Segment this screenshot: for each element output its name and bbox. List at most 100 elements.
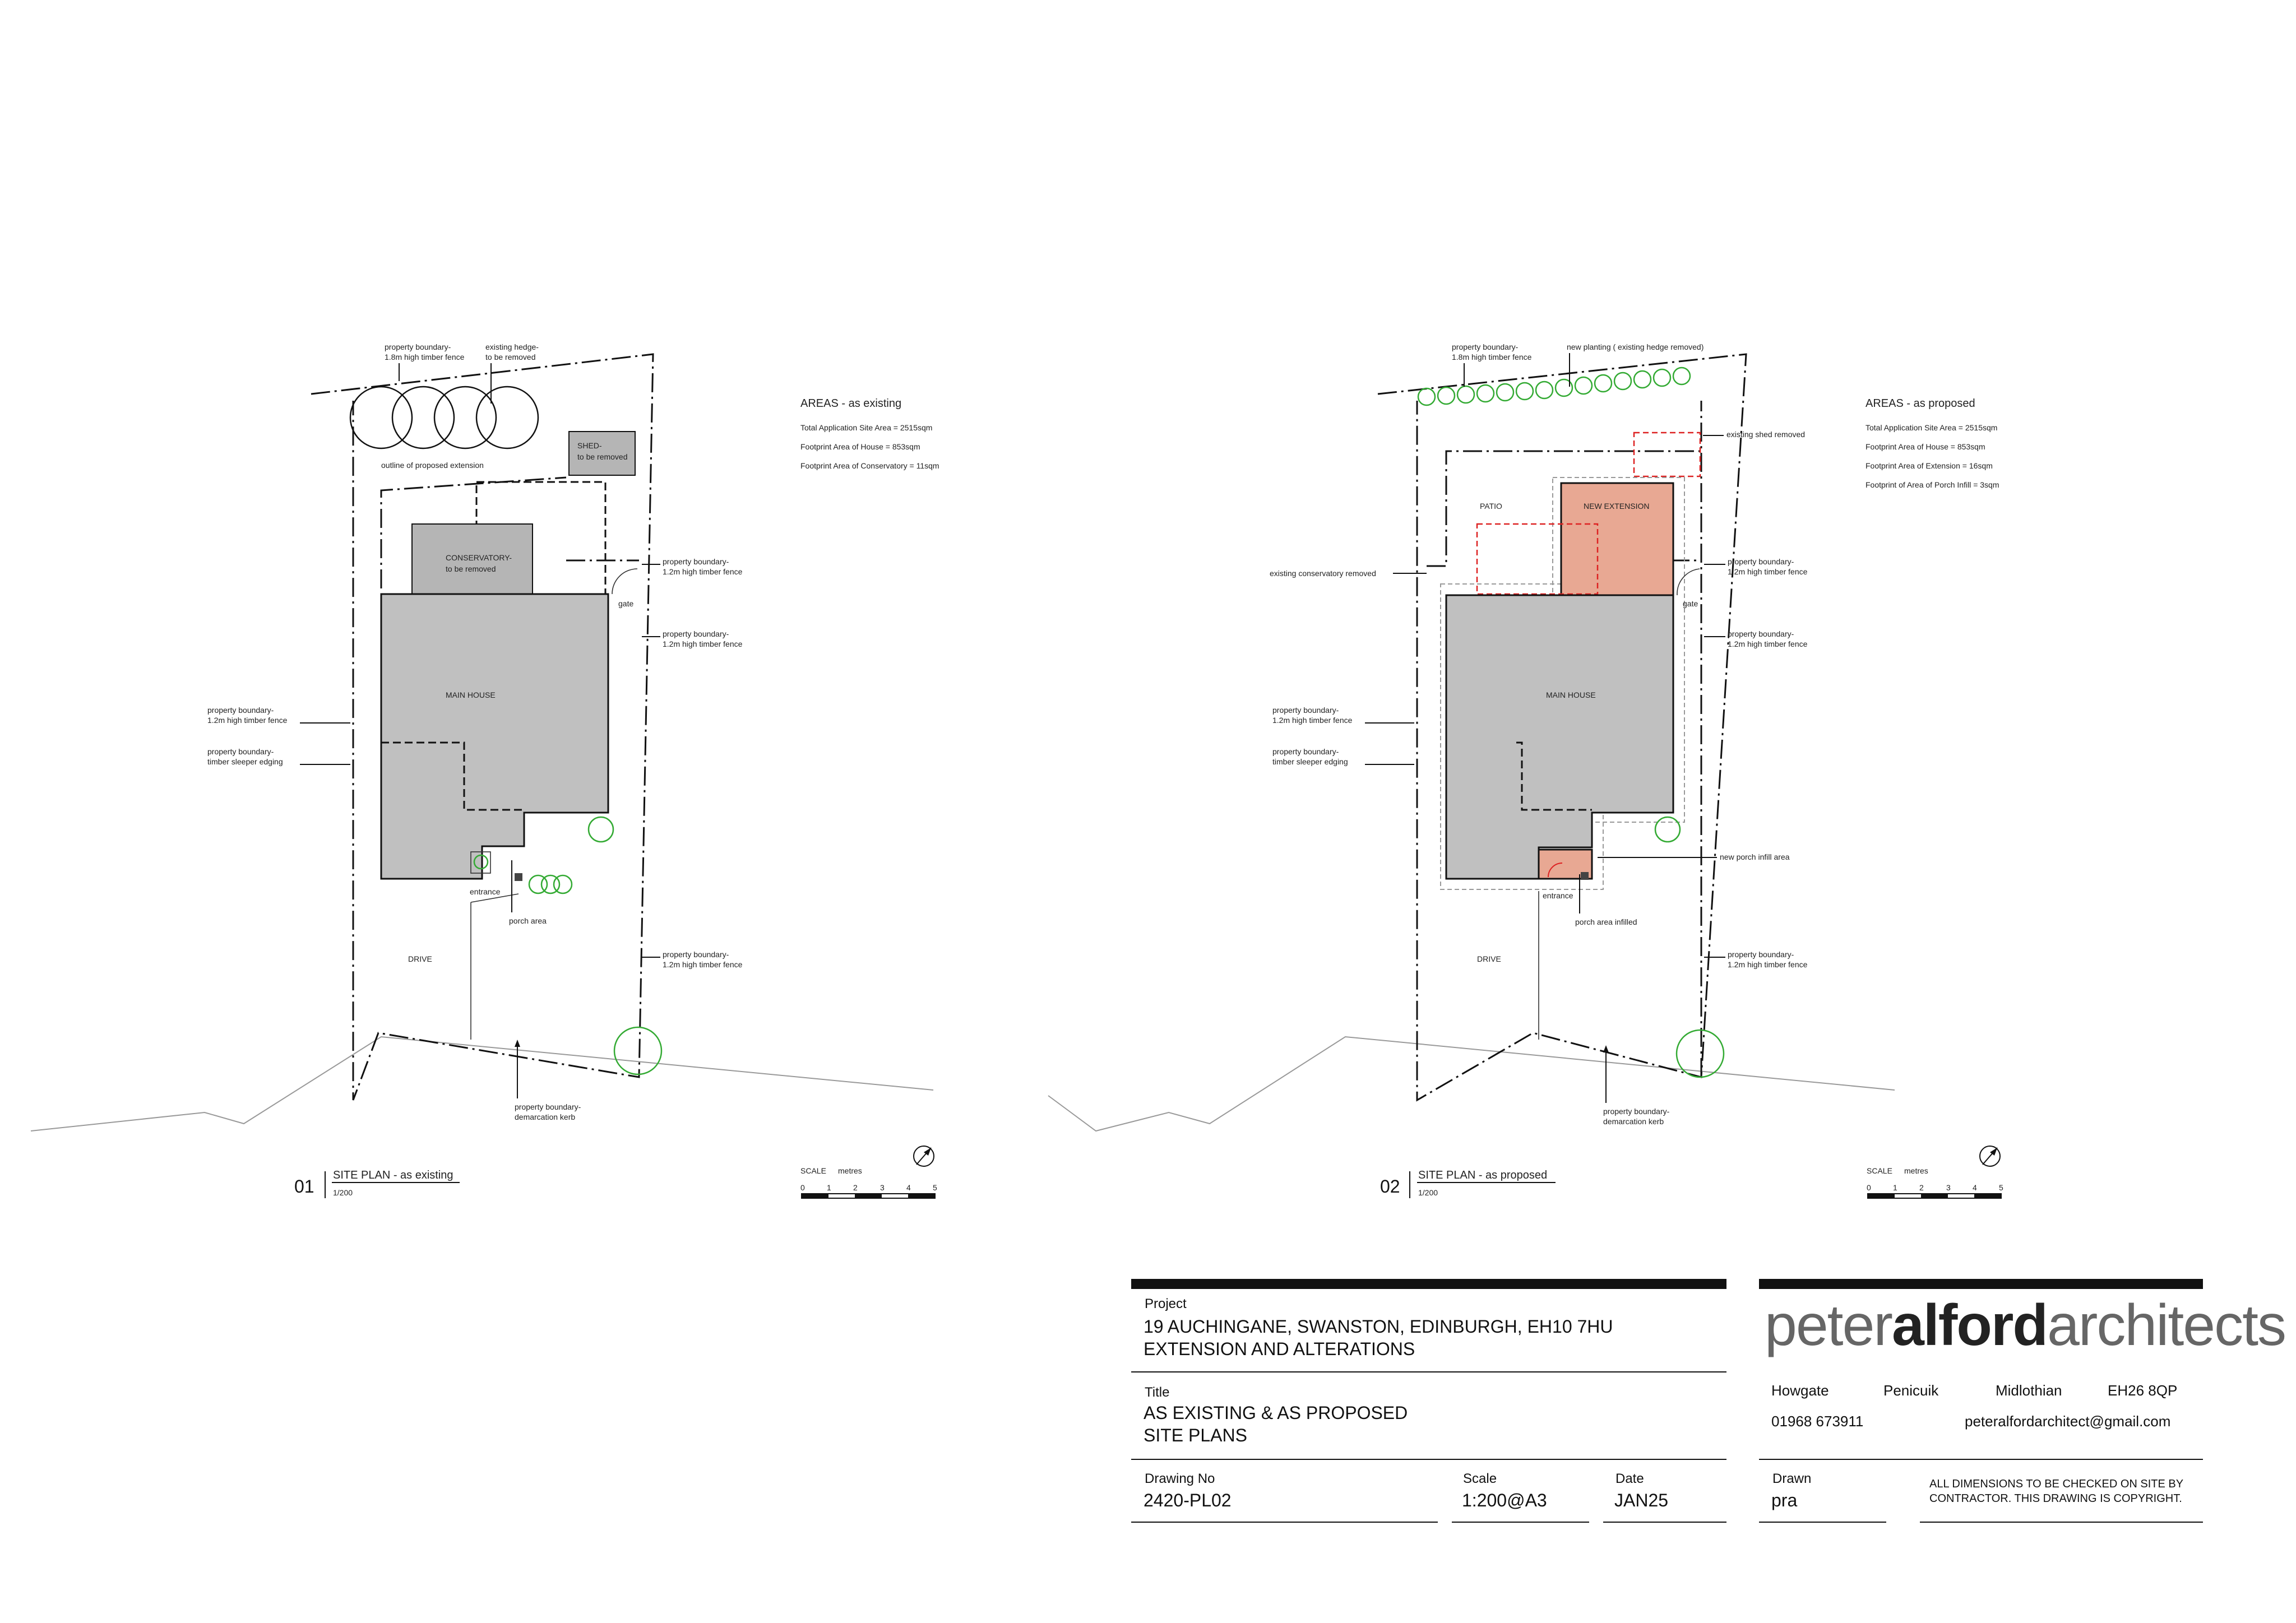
phone: 01968 673911 <box>1771 1413 1863 1430</box>
plan-title: SITE PLAN - as existing <box>333 1169 453 1181</box>
drawing-no-caption: Drawing No <box>1145 1471 1215 1486</box>
scale-bar: SCALE metres 0 1 2 3 4 5 <box>800 1166 937 1199</box>
left-boundary-a-2: 1.2m high timber fence <box>1272 716 1353 725</box>
title-line-1: AS EXISTING & AS PROPOSED <box>1144 1403 1408 1423</box>
porch-label: porch area <box>509 916 547 925</box>
entrance-label: entrance <box>470 887 501 896</box>
plan-scale: 1/200 <box>333 1188 353 1197</box>
areas-heading-existing: AREAS - as existing <box>800 397 901 410</box>
kerb-label-1: property boundary- <box>1603 1107 1670 1116</box>
site-boundary <box>311 353 654 1101</box>
removed-conservatory-outline <box>1476 523 1599 595</box>
tree <box>587 816 614 843</box>
gate-swing <box>1677 568 1700 596</box>
practice-logo: peteralfordarchitects <box>1765 1293 2285 1358</box>
gate-swing <box>612 568 638 595</box>
right-boundary-a-2: 1.2m high timber fence <box>663 567 743 576</box>
svg-text:1: 1 <box>827 1183 831 1192</box>
main-house <box>1445 594 1674 880</box>
entrance-label: entrance <box>1543 891 1573 900</box>
project-caption: Project <box>1145 1296 1187 1311</box>
area-row: Footprint Area of House = 853sqm <box>1866 442 1985 451</box>
date-caption: Date <box>1615 1471 1644 1486</box>
new-planting-label: new planting ( existing hedge removed) <box>1567 342 1704 351</box>
patio-label: PATIO <box>1480 502 1502 511</box>
title-block: Project 19 AUCHINGANE, SWANSTON, EDINBUR… <box>1131 1279 2286 1523</box>
rear-fence <box>1427 450 1701 567</box>
svg-text:0: 0 <box>1867 1183 1871 1192</box>
north-arrow-icon <box>913 1146 934 1167</box>
left-boundary-a-1: property boundary- <box>1272 706 1339 715</box>
right-boundary-c-2: 1.2m high timber fence <box>663 960 743 969</box>
tree-front <box>1675 1029 1725 1078</box>
gate-label: gate <box>618 599 633 608</box>
drawing-no: 2420-PL02 <box>1144 1490 1232 1510</box>
svg-text:SCALE: SCALE <box>800 1166 826 1175</box>
porch-planter <box>470 851 491 874</box>
svg-text:2: 2 <box>853 1183 858 1192</box>
main-house <box>380 593 609 880</box>
plan-title: SITE PLAN - as proposed <box>1418 1169 1547 1181</box>
left-boundary-b-2: timber sleeper edging <box>1272 757 1348 766</box>
svg-text:0: 0 <box>800 1183 805 1192</box>
right-boundary-b-2: 1.2m high timber fence <box>663 639 743 648</box>
right-boundary-b-1: property boundary- <box>1728 629 1794 638</box>
porch-area <box>515 873 522 881</box>
shed <box>568 431 636 476</box>
left-boundary-b-1: property boundary- <box>207 747 274 756</box>
plan-scale: 1/200 <box>1418 1188 1438 1197</box>
left-boundary-b-1: property boundary- <box>1272 747 1339 756</box>
area-row: Footprint of Area of Porch Infill = 3sqm <box>1866 480 1999 489</box>
svg-text:1: 1 <box>1893 1183 1897 1192</box>
site-plan-proposed: NEW EXTENSION PATIO MAIN HOUSE entrance … <box>1048 342 2003 1199</box>
right-boundary-c-1: property boundary- <box>1728 950 1794 959</box>
main-house-label: MAIN HOUSE <box>446 690 496 699</box>
svg-text:metres: metres <box>1904 1166 1928 1175</box>
drawn-caption: Drawn <box>1772 1471 1811 1486</box>
site-plan-existing: SHED- to be removed CONSERVATORY- to be … <box>30 342 939 1199</box>
drive-label: DRIVE <box>408 954 432 963</box>
scale-caption: Scale <box>1463 1471 1497 1486</box>
gate-label: gate <box>1683 599 1698 608</box>
svg-text:4: 4 <box>906 1183 911 1192</box>
scale-value: 1:200@A3 <box>1462 1490 1547 1510</box>
new-extension <box>1560 482 1674 596</box>
right-boundary-b-1: property boundary- <box>663 629 729 638</box>
svg-text:4: 4 <box>1973 1183 1977 1192</box>
plan-number: 01 <box>294 1176 314 1197</box>
existing-hedge <box>349 386 539 449</box>
area-row: Total Application Site Area = 2515sqm <box>1866 423 1997 432</box>
right-boundary-a-1: property boundary- <box>1728 557 1794 566</box>
left-boundary-a-1: property boundary- <box>207 706 274 715</box>
areas-heading-proposed: AREAS - as proposed <box>1866 397 1975 410</box>
area-row: Footprint Area of Extension = 16sqm <box>1866 461 1993 470</box>
svg-text:metres: metres <box>838 1166 862 1175</box>
kerb-label-2: demarcation kerb <box>1603 1117 1664 1126</box>
date-value: JAN25 <box>1614 1490 1668 1510</box>
right-boundary-b-2: 1.2m high timber fence <box>1728 639 1808 648</box>
plan-number: 02 <box>1380 1176 1400 1197</box>
left-boundary-a-2: 1.2m high timber fence <box>207 716 288 725</box>
shed-label-1: SHED- <box>577 441 602 450</box>
top-boundary-label-1: property boundary- <box>1452 342 1519 351</box>
title-caption: Title <box>1145 1385 1169 1400</box>
copyright-note-1: ALL DIMENSIONS TO BE CHECKED ON SITE BY <box>1929 1478 2183 1490</box>
svg-text:2: 2 <box>1919 1183 1924 1192</box>
drawn-value: pra <box>1771 1490 1797 1510</box>
porch-infilled-label: porch area infilled <box>1575 917 1637 926</box>
top-boundary-label-2: 1.8m high timber fence <box>385 353 465 361</box>
hedge-label-1: existing hedge- <box>485 342 539 351</box>
project-line-1: 19 AUCHINGANE, SWANSTON, EDINBURGH, EH10… <box>1144 1316 1613 1337</box>
area-row: Footprint Area of House = 853sqm <box>800 442 920 451</box>
svg-text:5: 5 <box>1999 1183 2003 1192</box>
svg-text:3: 3 <box>1946 1183 1951 1192</box>
address-1: Howgate <box>1771 1382 1829 1399</box>
conservatory-label-2: to be removed <box>446 564 496 573</box>
kerb-label-1: property boundary- <box>515 1102 581 1111</box>
north-arrow-icon <box>1979 1146 2001 1167</box>
hedge-label-2: to be removed <box>485 353 536 361</box>
copyright-note-2: CONTRACTOR. THIS DRAWING IS COPYRIGHT. <box>1929 1492 2182 1505</box>
drive-label: DRIVE <box>1477 954 1501 963</box>
ground-line <box>30 1036 934 1132</box>
